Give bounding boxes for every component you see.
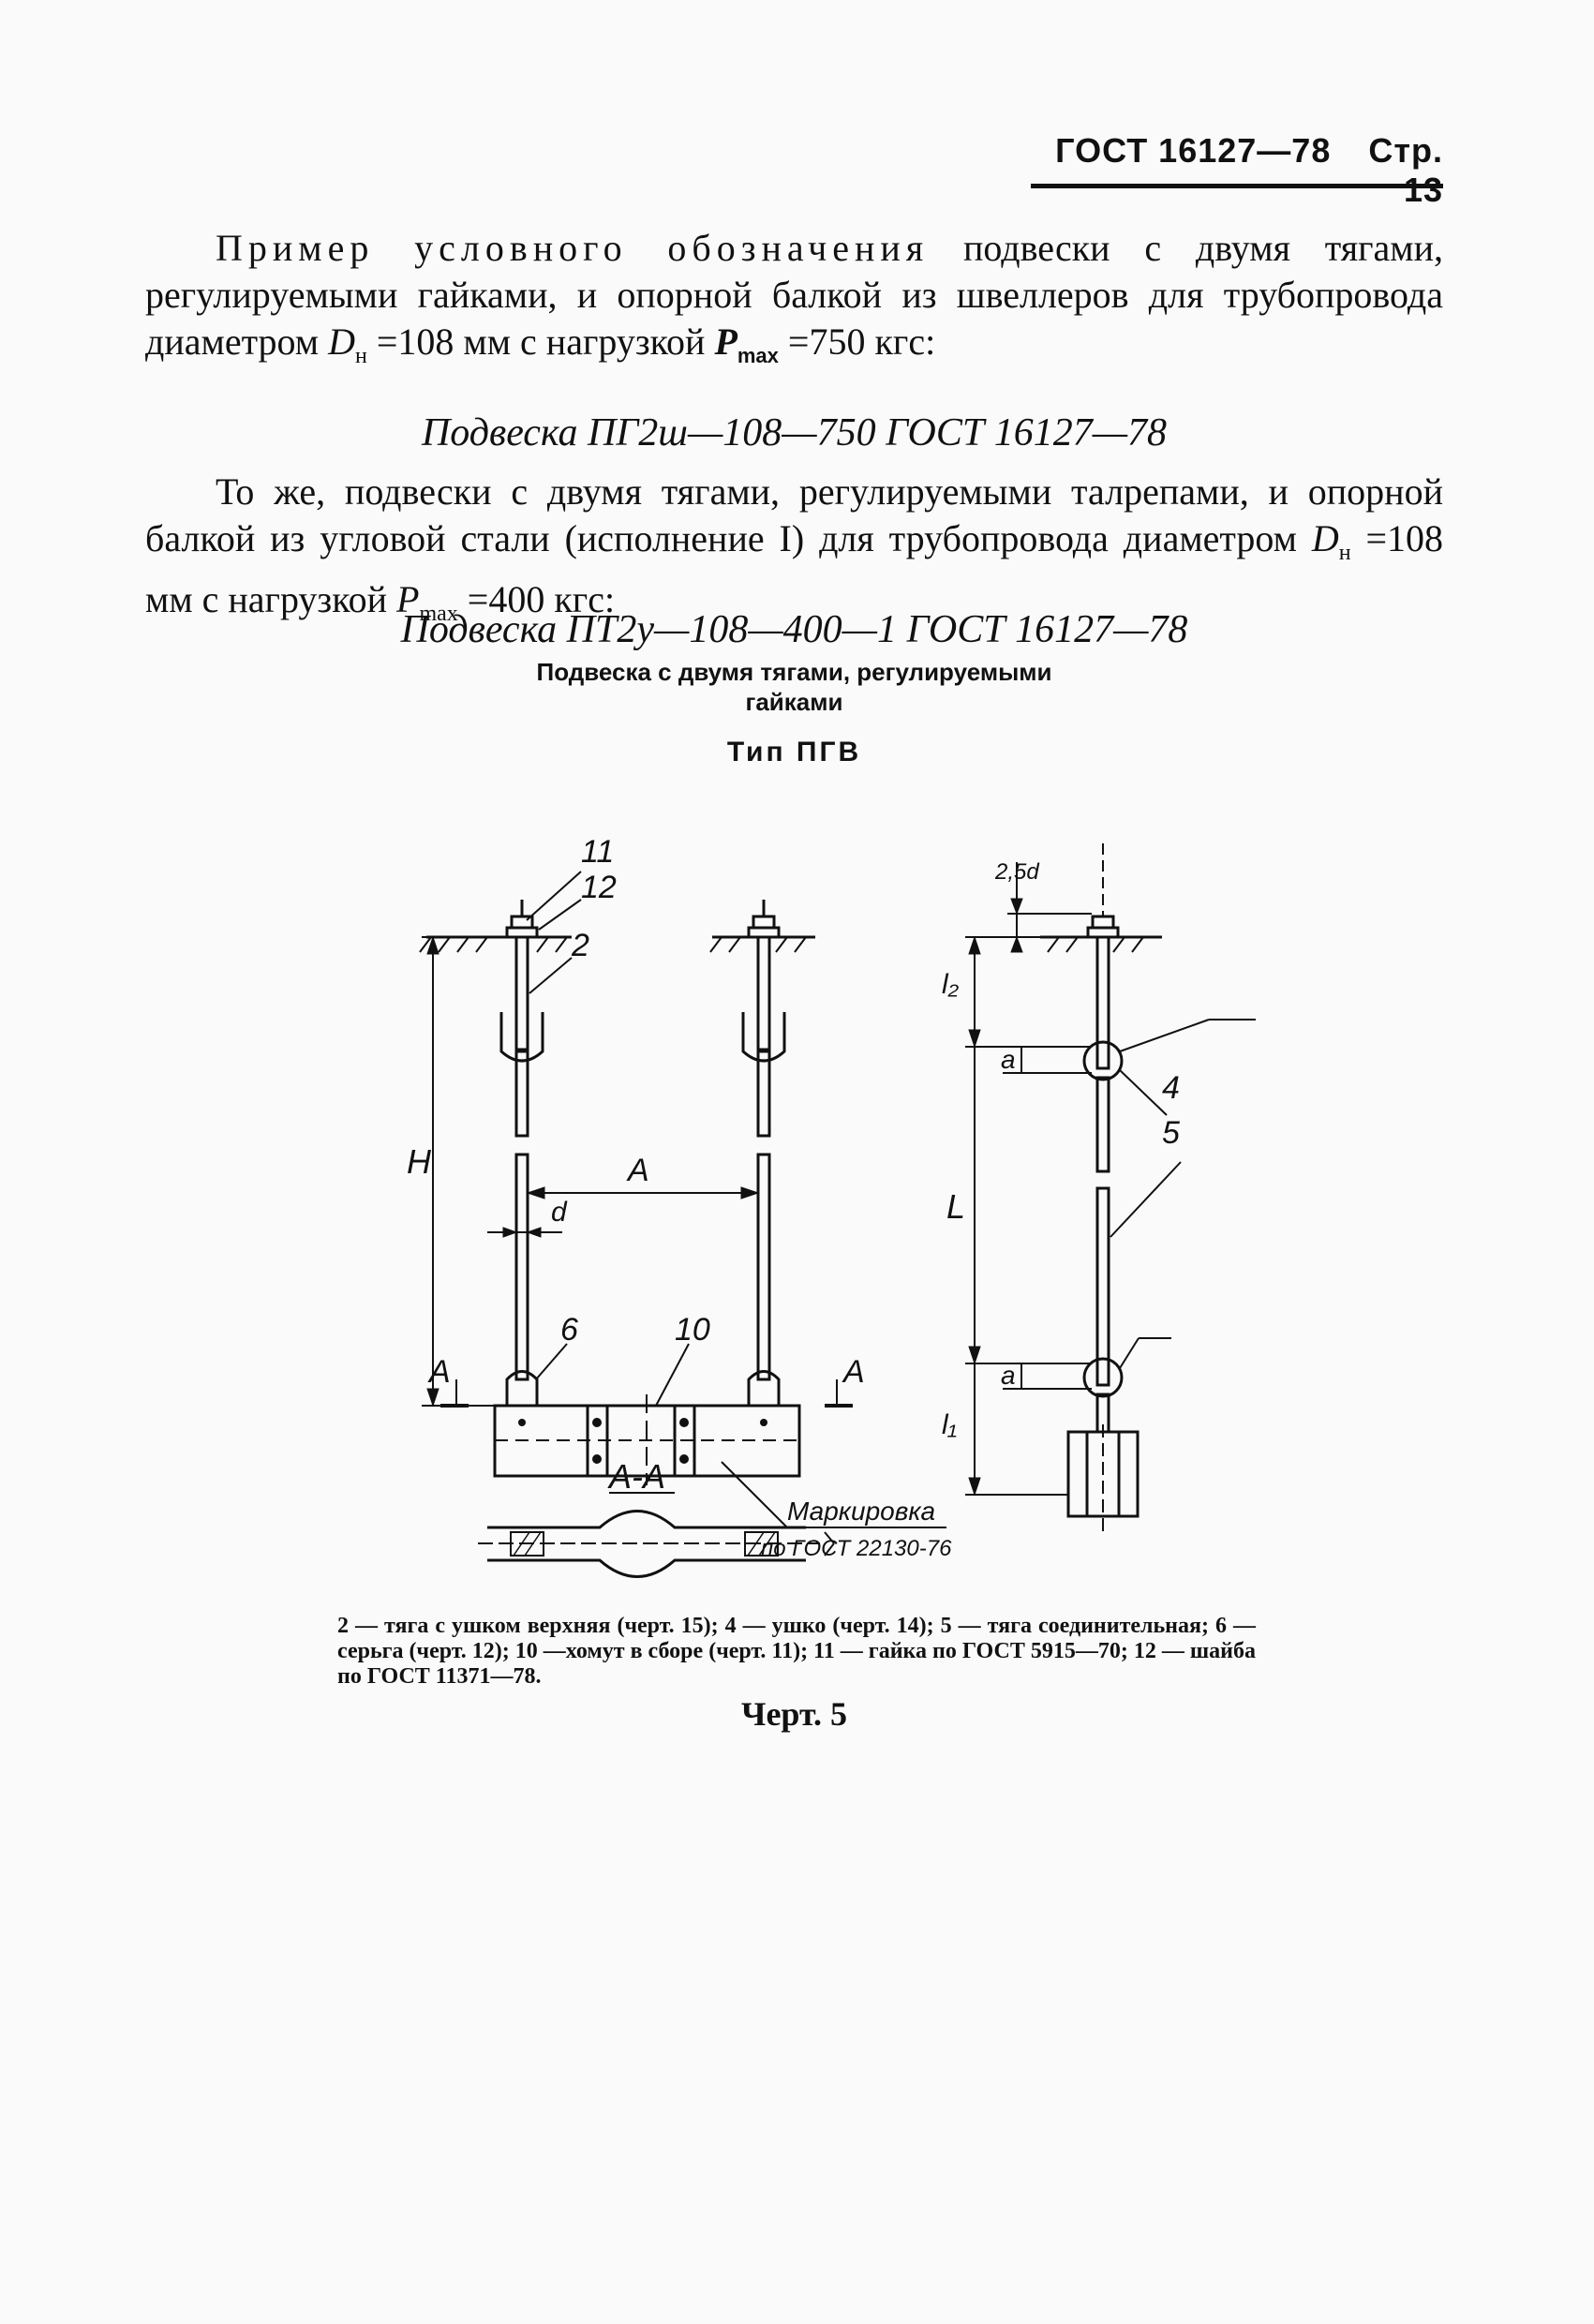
p-symbol-2: P	[396, 578, 420, 620]
label-l: L	[946, 1187, 965, 1226]
section-title-line1: Подвеска с двумя тягами, регулируемыми	[536, 658, 1052, 686]
p-symbol: P	[714, 320, 737, 363]
rod-side-top	[1095, 935, 1110, 1070]
label-12: 12	[581, 870, 617, 905]
rod-side-mid	[1095, 1186, 1110, 1387]
p-sub-2: max	[419, 602, 458, 626]
eye-upper	[1082, 1040, 1124, 1081]
example-paragraph: Пример условного обозначения подвески с …	[145, 225, 1443, 380]
label-section-left: A	[427, 1354, 451, 1390]
section-title-line2: гайками	[745, 688, 843, 716]
rod-bottom-right	[756, 1153, 771, 1381]
label-2: 2	[571, 928, 589, 963]
eye-lower	[1082, 1357, 1124, 1398]
label-a-width: A	[626, 1153, 649, 1188]
designation-2: Подвеска ПТ2у—108—400—1 ГОСТ 16127—78	[400, 608, 1188, 651]
label-l2: l₂	[942, 969, 960, 1000]
rod-mid-left	[514, 1050, 529, 1138]
designation-1: Подвеска ПГ2ш—108—750 ГОСТ 16127—78	[421, 411, 1168, 454]
second-text: То же, подвески с двумя тягами, регулиру…	[145, 470, 1443, 559]
nut-side	[1091, 915, 1115, 930]
rod-top-left	[514, 935, 529, 1051]
label-2-5d: 2,5d	[994, 859, 1039, 885]
p-sub: max	[737, 344, 779, 367]
label-marking-1: Маркировка	[787, 1497, 935, 1526]
shackle-left	[505, 1370, 539, 1408]
label-section-view: A-A	[607, 1457, 665, 1496]
rod-top-right	[756, 935, 771, 1051]
label-h: H	[407, 1142, 432, 1181]
turnbuckle-right	[741, 1012, 786, 1063]
standard-number: ГОСТ 16127—78	[1055, 131, 1332, 170]
dn-symbol: D	[328, 320, 355, 363]
turnbuckle-left	[499, 1012, 544, 1063]
p-value: =750 кгс:	[787, 320, 936, 363]
nut-right	[752, 915, 776, 930]
dn-symbol-2: D	[1311, 517, 1339, 559]
page-header: ГОСТ 16127—78 Стр. 13	[1012, 131, 1443, 210]
second-paragraph: То же, подвески с двумя тягами, регулиру…	[145, 469, 1443, 637]
p-value-2: =400 кгс:	[467, 578, 616, 620]
drawing-caption: 2 — тяга с ушком верхняя (черт. 15); 4 —…	[337, 1614, 1256, 1689]
dn-value-2: =108 мм с нагрузкой	[145, 517, 1444, 620]
drawing-label: Черт. 5	[741, 1695, 847, 1733]
label-a-lower: a	[1001, 1361, 1016, 1390]
label-5: 5	[1162, 1115, 1180, 1151]
dn-sub: н	[355, 344, 367, 368]
ceiling-hatch-right	[709, 936, 807, 953]
page-number: Стр. 13	[1368, 131, 1443, 209]
label-d: d	[551, 1197, 568, 1228]
label-6: 6	[560, 1312, 578, 1348]
rod-bottom-left	[514, 1153, 529, 1381]
example-text: подвески с двумя тягами, регулируемыми г…	[145, 227, 1443, 363]
label-10: 10	[675, 1312, 710, 1348]
technical-drawing: 11 12 2 6 10 H A d A A A-A Маркировка по…	[407, 834, 1256, 1578]
shackle-right	[747, 1370, 781, 1408]
example-lead: Пример условного обозначения	[216, 227, 930, 269]
label-marking-2: по ГОСТ 22130-76	[761, 1536, 952, 1561]
dn-value: =108 мм с нагрузкой	[376, 320, 706, 363]
dn-sub-2: н	[1338, 541, 1351, 565]
label-11: 11	[581, 834, 614, 870]
rod-mid-right	[756, 1050, 771, 1138]
type-label: Тип ПГВ	[726, 737, 862, 767]
header-rule	[1031, 184, 1443, 188]
label-l1: l₁	[942, 1409, 957, 1440]
label-4: 4	[1162, 1070, 1180, 1106]
label-section-right: A	[842, 1354, 865, 1390]
label-a-upper: a	[1001, 1045, 1016, 1074]
ceiling-hatch-left	[419, 936, 568, 953]
section-aa-profile	[487, 1510, 806, 1578]
